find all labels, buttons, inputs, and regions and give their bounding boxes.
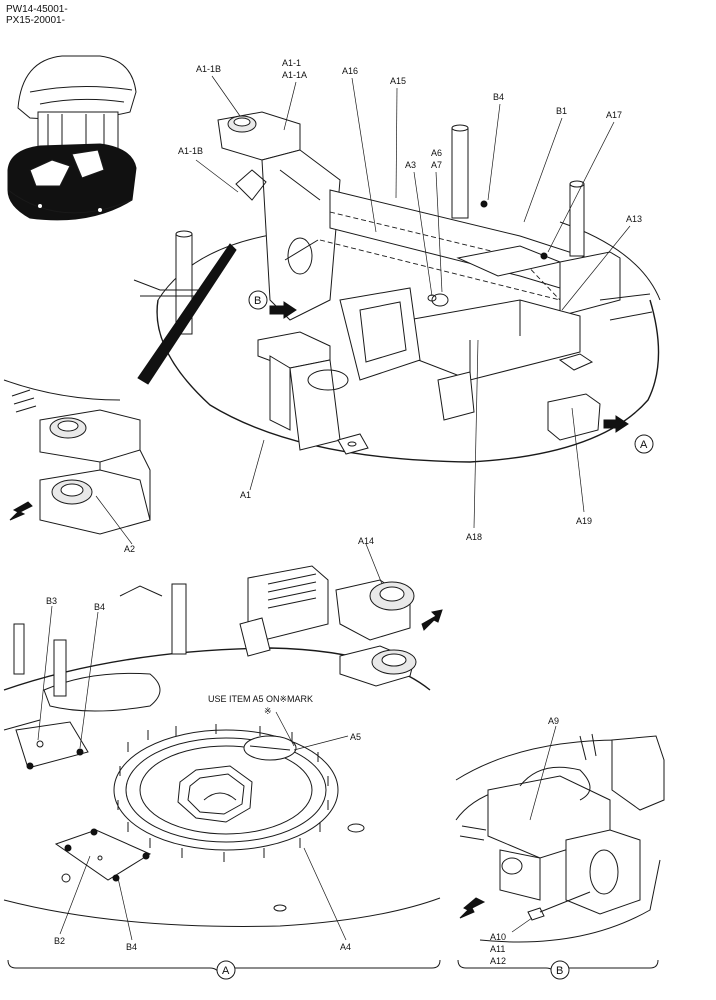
label-a2: A2 [124, 544, 135, 554]
serial-number-header: PW14-45001- PX15-20001- [6, 4, 68, 26]
label-a1-1b-top: A1-1B [196, 64, 221, 74]
label-a14: A14 [358, 536, 374, 546]
label-a10: A10 [490, 932, 506, 942]
ring-bolts [117, 724, 329, 862]
label-use-item-note: USE ITEM A5 ON※MARK [208, 694, 313, 704]
label-b4-lower: B4 [126, 942, 137, 952]
svg-text:B: B [254, 295, 261, 307]
detail-a2-view [3, 379, 151, 535]
view-a-caption: A [7, 959, 441, 980]
label-a5: A5 [350, 732, 361, 742]
label-a6: A6 [431, 148, 442, 158]
caption-b: B [556, 965, 563, 977]
view-b-labels: A9 A10 A11 A12 [490, 716, 559, 966]
view-b-caption: B [457, 959, 659, 980]
label-b4-upper: B4 [94, 602, 105, 612]
main-frame-view [133, 111, 661, 463]
label-a19: A19 [576, 516, 592, 526]
label-a16: A16 [342, 66, 358, 76]
label-a1: A1 [240, 490, 251, 500]
view-a-drawing [3, 565, 443, 927]
main-labels: A1-1B A1-1 A1-1A A16 A15 B4 B1 A17 A1-1B… [124, 58, 654, 554]
view-a-marker: A [634, 434, 654, 454]
label-b4-top: B4 [493, 92, 504, 102]
label-a17: A17 [606, 110, 622, 120]
machine-thumbnail [7, 55, 137, 221]
label-b1: B1 [556, 106, 567, 116]
view-b-drawing [455, 733, 665, 943]
view-a-leader-lines [37, 543, 383, 941]
label-a12: A12 [490, 956, 506, 966]
view-b-leader-lines [511, 725, 557, 933]
label-a15: A15 [390, 76, 406, 86]
label-a4: A4 [340, 942, 351, 952]
label-a9: A9 [548, 716, 559, 726]
label-a1-1b-left: A1-1B [178, 146, 203, 156]
label-b2: B2 [54, 936, 65, 946]
label-a13: A13 [626, 214, 642, 224]
caption-a: A [222, 965, 230, 977]
view-b-marker: B [248, 290, 268, 310]
serial-line-2: PX15-20001- [6, 15, 65, 26]
main-leader-lines [95, 75, 631, 545]
label-a1-1: A1-1 [282, 58, 301, 68]
label-b3: B3 [46, 596, 57, 606]
label-a18: A18 [466, 532, 482, 542]
label-a1-1a: A1-1A [282, 70, 307, 80]
label-a11: A11 [490, 944, 505, 954]
view-a-labels: B3 B4 A14 USE ITEM A5 ON※MARK ※ A5 B2 B4… [46, 536, 374, 952]
label-a3: A3 [405, 160, 416, 170]
svg-text:A: A [640, 439, 648, 451]
label-note-mark: ※ [264, 706, 272, 716]
serial-line-1: PW14-45001- [6, 4, 68, 15]
label-a7: A7 [431, 160, 442, 170]
